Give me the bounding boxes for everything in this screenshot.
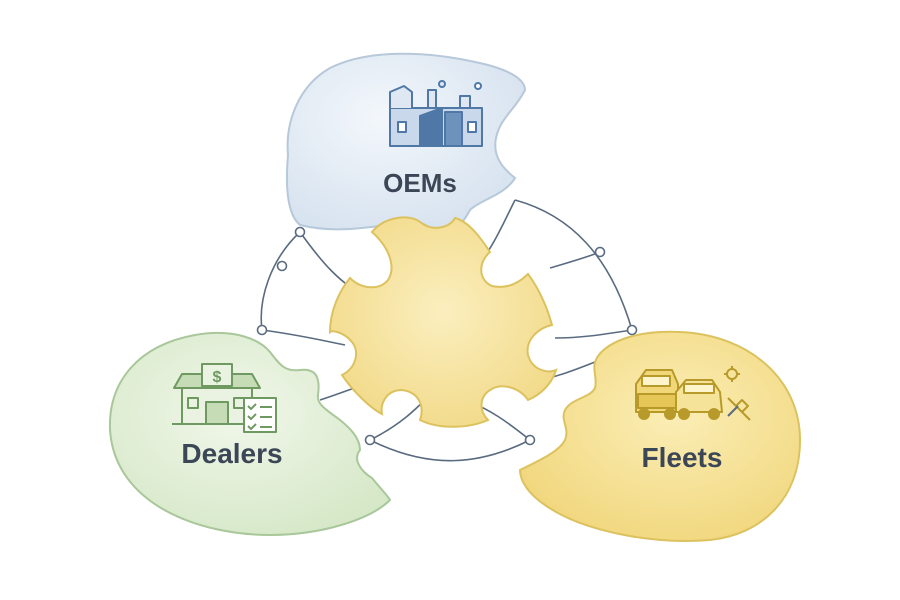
- oems-piece: OEMs: [285, 52, 527, 240]
- connector-nodes: [256, 226, 638, 446]
- fleets-label: Fleets: [642, 442, 723, 473]
- connector-node: [276, 260, 288, 272]
- fleet-vehicles-icon: [635, 366, 751, 421]
- connector-node: [594, 246, 606, 258]
- connector-arc-bottom: [369, 439, 531, 462]
- oems-label: OEMs: [383, 168, 457, 198]
- connector-node: [294, 226, 306, 238]
- dealers-piece: $ Dealers: [108, 331, 392, 537]
- center-hub-piece: [328, 216, 558, 428]
- fleets-piece: Fleets: [518, 330, 802, 542]
- connector-node: [364, 434, 376, 446]
- connector-arc-left: [260, 231, 301, 331]
- svg-text:$: $: [213, 369, 222, 386]
- dealers-label: Dealers: [181, 438, 282, 469]
- puzzle-hub-icon: [328, 216, 558, 428]
- factory-icon: [389, 80, 483, 147]
- connector-dealer-top: [261, 329, 346, 346]
- connector-arc-right: [514, 199, 633, 331]
- connector-node: [524, 434, 536, 446]
- dealership-icon: $: [172, 363, 277, 433]
- connector-fleet-top: [554, 329, 633, 339]
- connector-node: [256, 324, 268, 336]
- fleets-piece-shape: [518, 330, 802, 542]
- connector-right-dot: [549, 251, 601, 269]
- dealers-piece-shape: [108, 331, 392, 537]
- connector-node: [626, 324, 638, 336]
